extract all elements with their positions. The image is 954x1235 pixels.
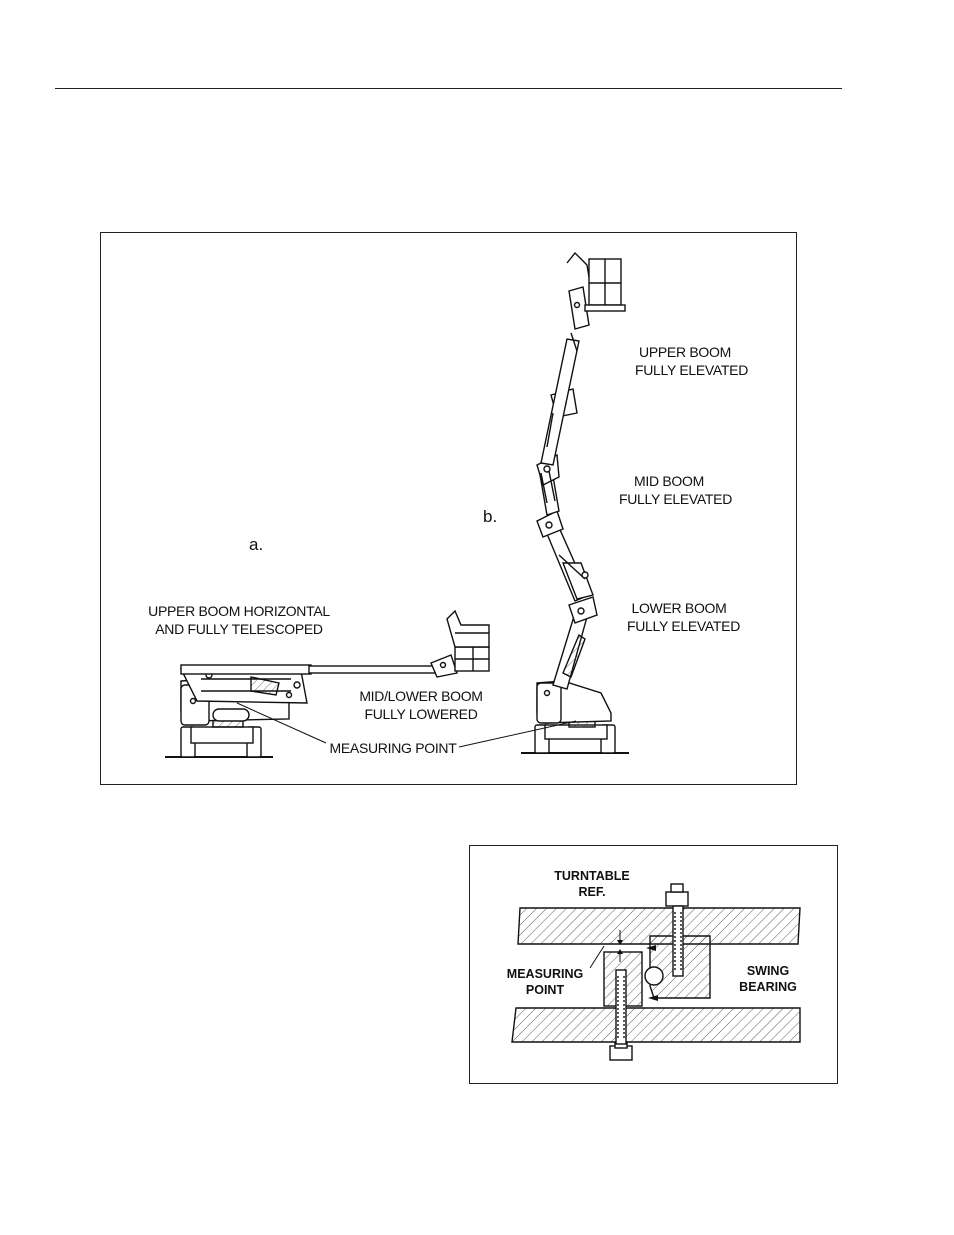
label-swing-bearing: SWING BEARING [726,963,810,995]
base-plate [512,1008,800,1042]
header-rule [55,88,842,89]
label-measuring-point: MEASURING POINT [327,739,459,757]
label-mid-lower-boom-fully-lowered: MID/LOWER BOOM FULLY LOWERED [353,687,489,723]
label-mid-boom-fully-elevated: MID BOOM FULLY ELEVATED [619,472,719,508]
machine-b-elevated [521,253,629,753]
label-measuring-point-detail: MEASURING POINT [498,966,592,998]
bearing-ball [645,967,663,985]
label-upper-boom-fully-elevated: UPPER BOOM FULLY ELEVATED [635,343,735,379]
label-turntable-ref: TURNTABLE REF. [552,868,632,900]
swing-bearing-figure: TURNTABLE REF. MEASURING POINT SWING BEA… [469,845,838,1084]
marker-b: b. [483,507,497,527]
label-lower-boom-fully-elevated: LOWER BOOM FULLY ELEVATED [627,599,731,635]
marker-a: a. [249,535,263,555]
boom-positions-figure: a. b. UPPER BOOM FULLY ELEVATED MID BOOM… [100,232,797,785]
label-upper-boom-horizontal: UPPER BOOM HORIZONTAL AND FULLY TELESCOP… [145,602,333,638]
